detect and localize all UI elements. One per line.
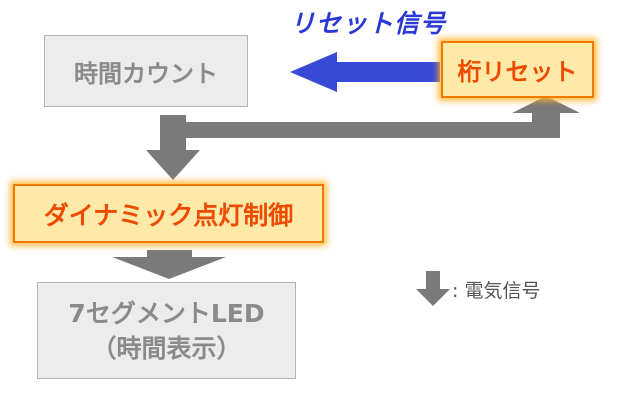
- digit-reset-label: 桁リセット: [457, 58, 578, 86]
- seven-segment-led-box: 7セグメントLED （時間表示）: [37, 282, 296, 379]
- led-label-line1: 7セグメントLED: [68, 298, 265, 328]
- legend-label: : 電気信号: [452, 280, 541, 302]
- signal-arrow-to-reset: [160, 96, 580, 140]
- dynamic-control-box: ダイナミック点灯制御: [13, 184, 324, 243]
- signal-arrow-to-led: [112, 250, 226, 279]
- legend-arrow-icon: [416, 271, 450, 306]
- time-count-label: 時間カウント: [74, 59, 218, 88]
- time-count-box: 時間カウント: [44, 35, 248, 107]
- reset-signal-label: リセット信号: [290, 9, 447, 38]
- led-label-line2: （時間表示）: [91, 333, 242, 363]
- signal-arrow-to-control: [146, 115, 200, 180]
- reset-signal-arrow: [290, 52, 440, 92]
- digit-reset-box: 桁リセット: [441, 41, 594, 98]
- dynamic-control-label: ダイナミック点灯制御: [43, 200, 294, 230]
